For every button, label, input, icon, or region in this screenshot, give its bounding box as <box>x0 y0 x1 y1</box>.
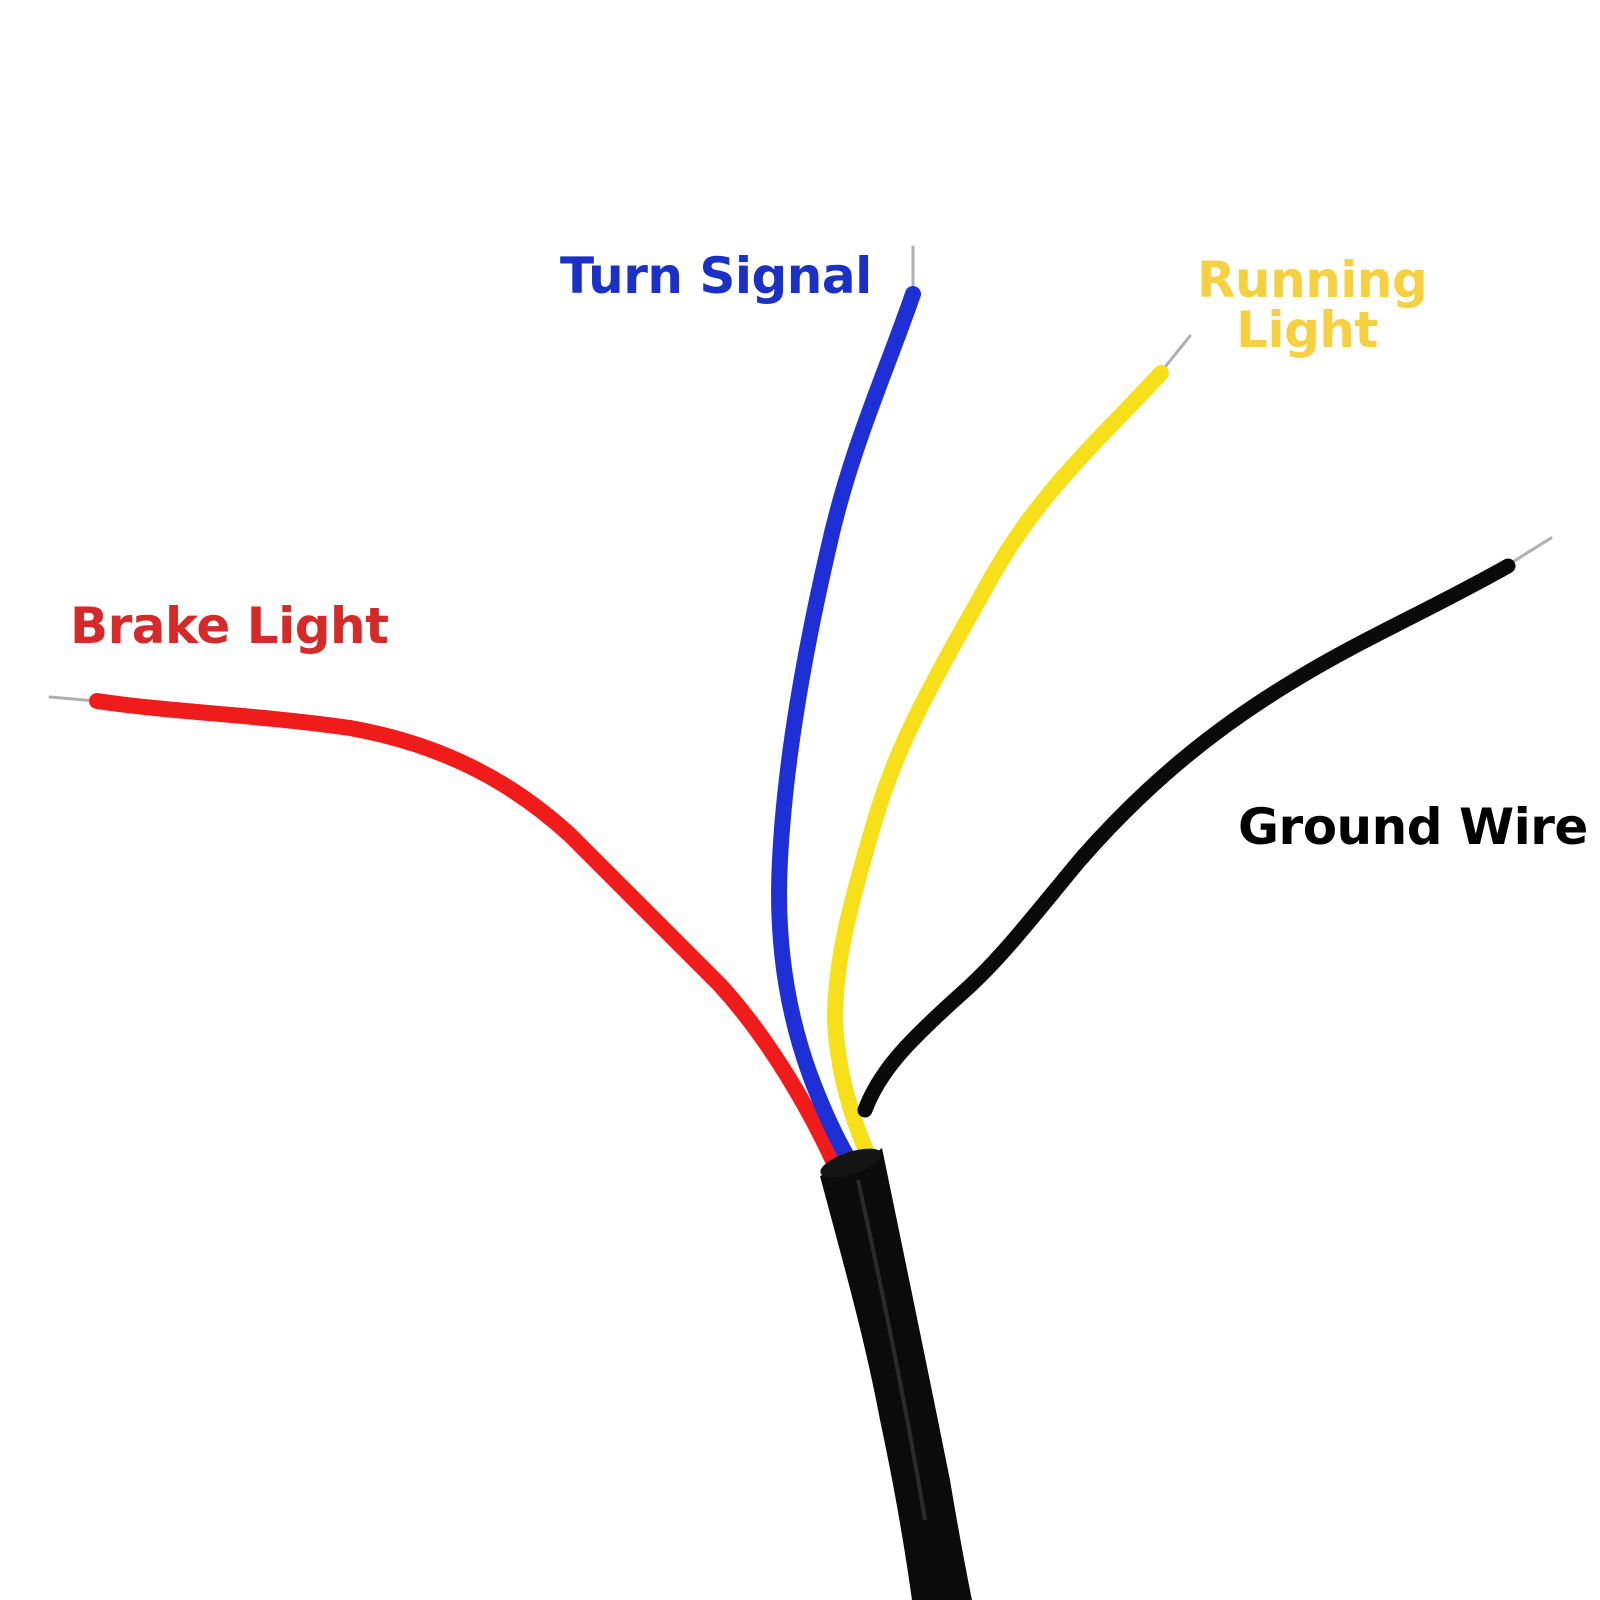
running-light-label-line1: Running <box>1197 251 1428 309</box>
running-light-label-line2: Light <box>1236 301 1378 359</box>
turn-signal-label: Turn Signal <box>560 247 872 305</box>
red-wire <box>89 693 843 1173</box>
red-wire-tip <box>48 695 98 703</box>
blue-wire <box>771 286 921 1173</box>
yellow-wire <box>827 365 1169 1168</box>
black-wire-tip <box>1506 536 1553 567</box>
cable-jacket-opening <box>820 1148 882 1178</box>
running-light-label: Running Light <box>1197 251 1428 359</box>
brake-light-label: Brake Light <box>70 597 389 655</box>
yellow-wire-tip <box>1159 334 1192 374</box>
cable-jacket <box>820 1148 972 1600</box>
ground-wire-label: Ground Wire <box>1238 798 1588 856</box>
cable-jacket-shine <box>856 1179 927 1521</box>
black-wire <box>857 558 1516 1118</box>
